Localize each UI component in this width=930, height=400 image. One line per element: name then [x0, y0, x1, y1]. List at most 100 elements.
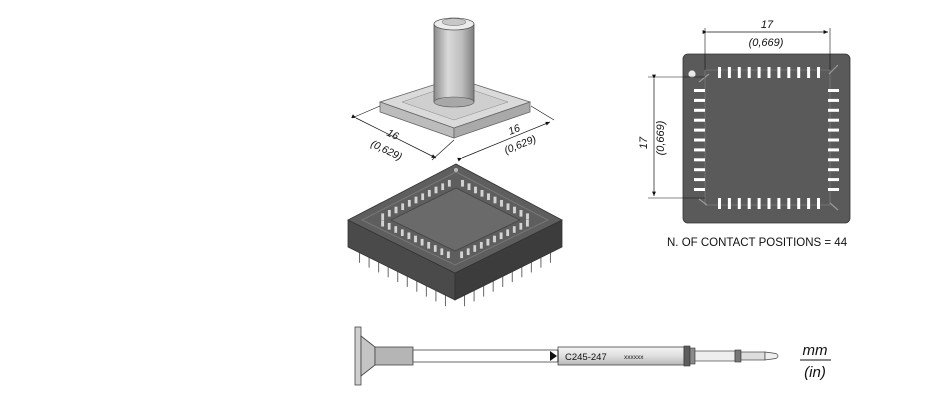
top-width-in: (0,669) [749, 37, 784, 49]
socket-contact-ne [486, 193, 491, 201]
contact-bottom [718, 198, 721, 209]
contact-left [694, 128, 705, 132]
tool-side-view: C245-247 xxxxxx [354, 326, 779, 386]
socket-contact-sw [446, 251, 451, 259]
iso-depth-mm: 16 [507, 122, 522, 138]
contact-bottom [807, 198, 811, 209]
socket-cavity [390, 187, 521, 252]
tool-ring-1 [683, 345, 691, 367]
socket-contact-sw [420, 238, 424, 246]
contact-left [694, 148, 705, 152]
socket-rim [360, 171, 550, 266]
top-view-contacts [694, 67, 839, 209]
tool-ring-2 [689, 347, 696, 365]
socket-contact-sw [380, 219, 385, 227]
iso-depth-dimension-line [457, 121, 551, 162]
contacts-caption: N. OF CONTACT POSITIONS = 44 [667, 237, 848, 249]
socket-contact-nw [407, 199, 412, 207]
contact-bottom [737, 198, 741, 209]
contact-right [828, 168, 839, 172]
socket-contact-se [459, 251, 464, 259]
contact-top [767, 67, 771, 78]
socket-contact-se [479, 241, 484, 249]
socket-contact-ne [473, 186, 478, 194]
contact-right [828, 118, 839, 122]
socket-contact-ne [506, 203, 510, 211]
top-view-body [682, 53, 851, 224]
socket-contact-nw [394, 206, 398, 214]
contact-right [828, 108, 839, 112]
socket-contact-ne [499, 199, 504, 207]
contact-left [694, 178, 705, 182]
socket-contact-ne [480, 189, 484, 197]
socket-contact-sw [413, 235, 418, 243]
contact-bottom [747, 198, 751, 209]
contact-left [694, 158, 705, 162]
contact-top [777, 67, 781, 78]
contact-right [828, 128, 839, 132]
contact-top [797, 67, 801, 78]
contact-bottom [787, 198, 791, 209]
socket-contact-sw [426, 241, 431, 249]
contact-left [694, 98, 705, 102]
top-height-mm: 17 [638, 136, 650, 149]
contact-left [694, 168, 705, 172]
socket-contact-ne [460, 179, 465, 187]
contact-right [828, 138, 839, 142]
tip-shaft-bottom [433, 96, 475, 108]
contact-top [727, 67, 731, 78]
top-view-pin1-mark [688, 70, 696, 78]
top-width-mm: 17 [761, 19, 774, 31]
socket-contact-nw [400, 203, 405, 211]
contact-right [828, 188, 839, 191]
tool-shaft [412, 349, 559, 363]
socket-contact-se [499, 232, 503, 240]
contact-right [828, 178, 839, 182]
tool-flange [354, 326, 362, 386]
iso-socket [347, 163, 563, 307]
contact-top [757, 67, 761, 78]
socket-contact-sw [400, 229, 405, 237]
tool-tip-point [764, 351, 779, 361]
contact-right [828, 148, 839, 152]
tool-model-label: C245-247 [565, 352, 607, 363]
tool-code-label: xxxxxx [624, 354, 644, 361]
socket-contact-se [525, 219, 530, 227]
contact-right [828, 98, 839, 102]
tool-flange-taper [360, 335, 376, 377]
iso-depth-in: (0,629) [503, 133, 538, 157]
socket-contact-nw [380, 213, 385, 221]
socket-contact-se [519, 222, 523, 230]
contact-bottom [817, 198, 820, 209]
socket-contact-nw [440, 183, 445, 191]
socket-contact-ne [512, 206, 517, 214]
contact-bottom [777, 198, 781, 209]
socket-contact-se [505, 229, 510, 237]
socket-contact-sw [433, 244, 437, 253]
socket-contacts [380, 179, 530, 259]
iso-width-mm: 16 [385, 127, 401, 143]
contact-left [694, 118, 705, 122]
socket-contact-se [472, 244, 477, 253]
top-height-in: (0,669) [655, 120, 667, 155]
contact-top [718, 67, 721, 78]
contact-left [694, 89, 705, 92]
iso-tip [378, 17, 532, 139]
contact-top [817, 67, 820, 78]
contact-right [828, 158, 839, 162]
socket-contact-sw [407, 232, 411, 240]
socket-contact-nw [414, 196, 418, 204]
contact-left [694, 108, 705, 112]
socket-contact-sw [440, 248, 444, 256]
socket-contact-nw [434, 186, 438, 194]
socket-contact-ne [467, 183, 471, 191]
contact-bottom [767, 198, 771, 209]
socket-contact-nw [447, 179, 452, 187]
tool-body [374, 346, 414, 366]
contact-top [807, 67, 811, 78]
contact-right [828, 89, 839, 92]
unit-imperial: (in) [804, 364, 826, 381]
contact-top [747, 67, 751, 78]
contact-top [787, 67, 791, 78]
contact-top [737, 67, 741, 78]
